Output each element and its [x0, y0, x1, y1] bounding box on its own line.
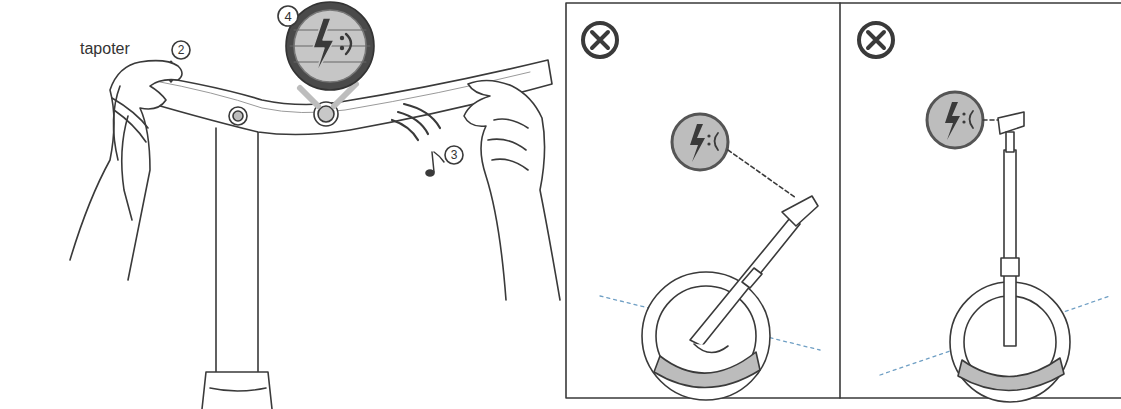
- handle: [782, 196, 818, 226]
- callout-number: 2: [178, 44, 185, 56]
- status-icon: [927, 92, 983, 148]
- handle-neck: [1006, 132, 1014, 152]
- sad-face: [690, 102, 973, 162]
- forbidden-cross: [868, 32, 884, 48]
- sound-waves: [392, 104, 440, 140]
- collar-line: [210, 388, 266, 391]
- handle: [998, 112, 1024, 134]
- left-hand: [70, 61, 182, 280]
- music-note: [432, 152, 444, 172]
- forbidden-symbol: [859, 23, 893, 57]
- smile: [346, 34, 351, 54]
- callout-circle: [278, 6, 298, 26]
- left-grip: [122, 116, 132, 220]
- pole-joint: [1001, 258, 1019, 276]
- callout-circle: [445, 146, 463, 164]
- power-button: [229, 107, 247, 125]
- left-thumb: [113, 86, 120, 160]
- pole-joint: [742, 268, 762, 288]
- callout-circle: [172, 41, 190, 59]
- right-fingers: [488, 119, 528, 170]
- power-button-core: [233, 111, 243, 121]
- pole: [690, 218, 800, 346]
- status-icon: [672, 114, 728, 170]
- eye: [340, 46, 344, 50]
- leader-line: [983, 119, 998, 121]
- wheel-shade: [958, 358, 1064, 391]
- leader-line: [728, 150, 796, 198]
- pole: [1004, 150, 1016, 346]
- stem-collar: [202, 372, 272, 409]
- left-fingers: [112, 98, 148, 142]
- callout-number: 4: [284, 10, 291, 23]
- zoom-display: [286, 2, 374, 90]
- forbidden-symbol: [583, 23, 617, 57]
- stem: [216, 128, 258, 372]
- foot-plate: [694, 344, 728, 353]
- music-note-head: [426, 170, 434, 176]
- eye: [340, 36, 344, 40]
- panel-divider: [839, 3, 841, 398]
- display-glass: [318, 106, 334, 122]
- lightning-bolt: [313, 18, 334, 76]
- action-label: tapoter: [80, 41, 130, 57]
- forbidden-cross: [592, 32, 608, 48]
- right-hand: [464, 80, 560, 300]
- callout-number: 3: [451, 149, 458, 161]
- wheel-shade: [654, 352, 760, 388]
